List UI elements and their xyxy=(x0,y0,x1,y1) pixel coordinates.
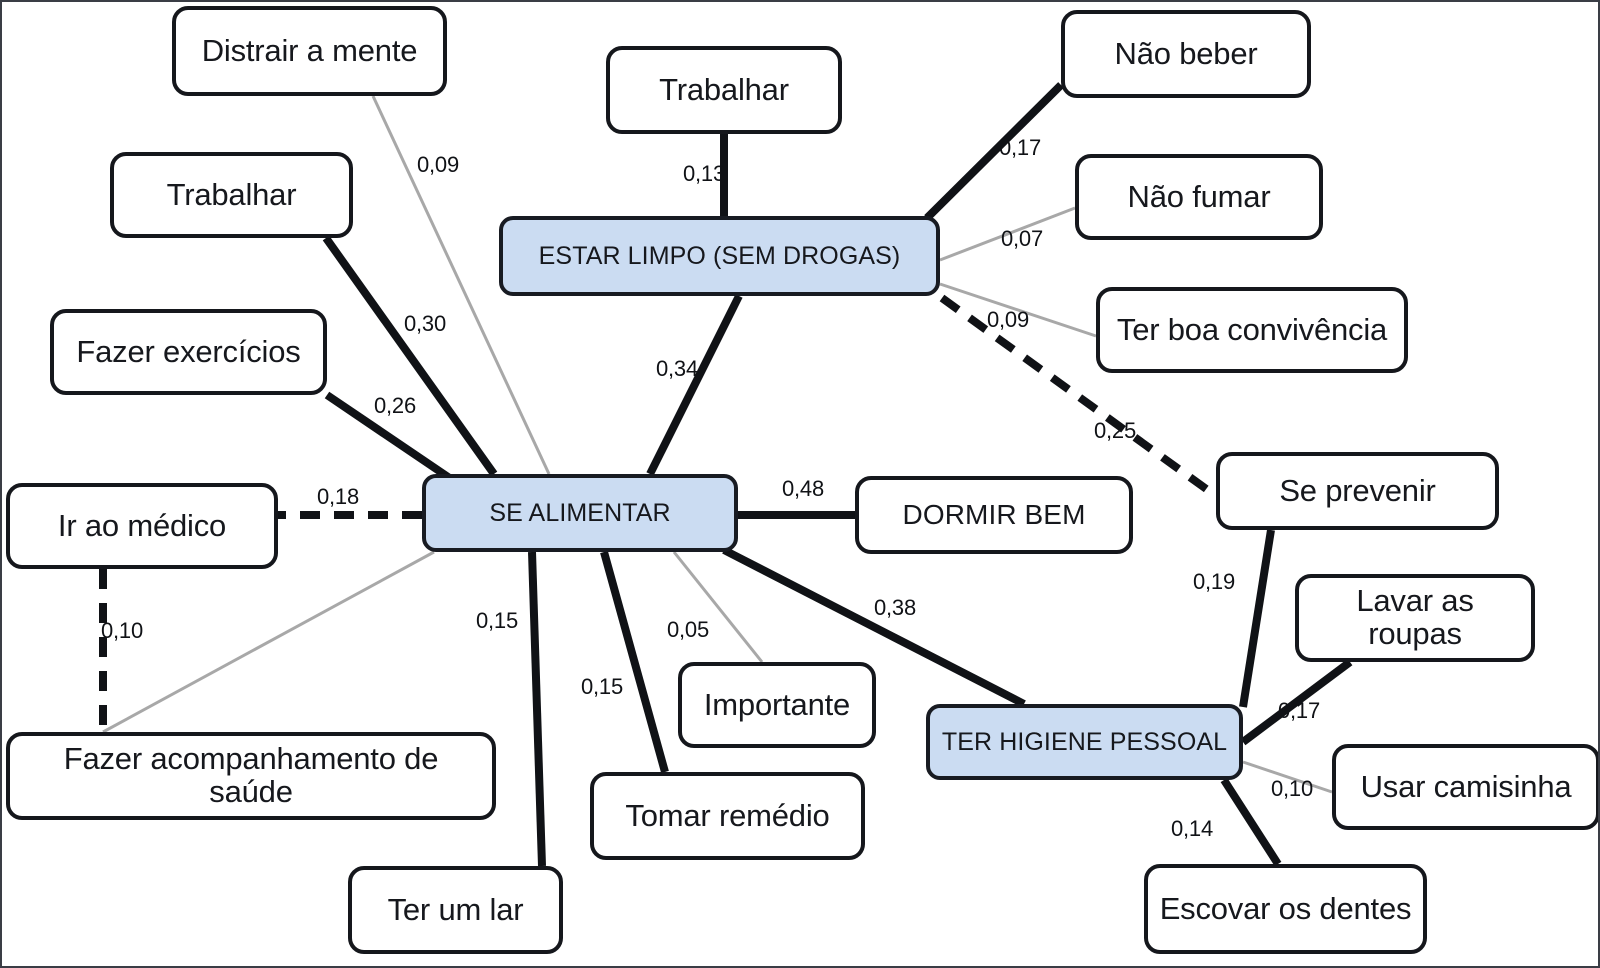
node-label-importante: Importante xyxy=(703,686,851,722)
edge-weight-sealimentar-terumlar: 0,15 xyxy=(475,608,519,633)
edge-estarlimpo-seprevenir xyxy=(939,294,1219,500)
node-naobeber[interactable]: Não beber xyxy=(1061,10,1311,98)
edge-weight-higiene-camisinha: 0,10 xyxy=(1270,776,1314,801)
node-label-trabalhar_top: Trabalhar xyxy=(659,71,789,107)
edge-sealimentar-tomarremedio xyxy=(600,550,669,774)
edge-weight-trabalhar_tl-sealimentar: 0,30 xyxy=(403,311,447,336)
node-escovar[interactable]: Escovar os dentes xyxy=(1144,864,1427,954)
node-label-exercicios: Fazer exercícios xyxy=(76,333,301,369)
edge-sealimentar-acompanhamento xyxy=(102,550,435,734)
edge-higiene-lavarroupas xyxy=(1240,658,1353,746)
node-label-lavarroupas: Lavar as roupas xyxy=(1356,583,1474,651)
node-label-camisinha: Usar camisinha xyxy=(1360,768,1572,804)
edge-higiene-escovar xyxy=(1220,777,1282,867)
edge-weight-estarlimpo-sealimentar: 0,34 xyxy=(655,356,699,381)
edge-estarlimpo-convivencia xyxy=(939,282,1097,338)
edge-exercicios-sealimentar xyxy=(324,391,457,485)
edge-weight-estarlimpo-naobeber: 0,17 xyxy=(998,135,1042,160)
edge-estarlimpo-naofumar xyxy=(939,206,1076,262)
edge-weight-estarlimpo-seprevenir: 0,25 xyxy=(1093,418,1137,443)
node-sealimentar[interactable]: SE ALIMENTAR xyxy=(422,474,738,552)
edge-weight-sealimentar-irmedico: 0,18 xyxy=(316,484,360,509)
node-trabalhar_tl[interactable]: Trabalhar xyxy=(110,152,353,238)
edge-weight-higiene-lavarroupas: 0,17 xyxy=(1277,698,1321,723)
node-exercicios[interactable]: Fazer exercícios xyxy=(50,309,327,395)
edge-trabalhar_tl-sealimentar xyxy=(322,235,498,477)
node-label-convivencia: Ter boa convivência xyxy=(1116,311,1388,347)
edge-sealimentar-higiene xyxy=(722,546,1026,708)
node-importante[interactable]: Importante xyxy=(678,662,876,748)
edge-weight-trabalhar_top-estarlimpo: 0,13 xyxy=(682,161,726,186)
edge-higiene-camisinha xyxy=(1242,760,1333,794)
edge-sealimentar-terumlar xyxy=(528,551,546,867)
node-label-distrair: Distrair a mente xyxy=(201,32,418,68)
node-label-sealimentar: SE ALIMENTAR xyxy=(489,498,671,527)
edge-weight-distrair-sealimentar: 0,09 xyxy=(416,152,460,177)
node-tomarremedio[interactable]: Tomar remédio xyxy=(590,772,865,860)
edge-weight-seprevenir-higiene: 0,19 xyxy=(1192,569,1236,594)
edge-sealimentar-importante xyxy=(672,551,764,663)
node-label-naofumar: Não fumar xyxy=(1127,178,1271,214)
edge-weight-exercicios-sealimentar: 0,26 xyxy=(373,393,417,418)
edge-estarlimpo-naobeber xyxy=(924,82,1064,221)
node-acompanhamento[interactable]: Fazer acompanhamento de saúde xyxy=(6,732,496,820)
node-label-seprevenir: Se prevenir xyxy=(1279,472,1436,508)
node-trabalhar_top[interactable]: Trabalhar xyxy=(606,46,842,134)
node-camisinha[interactable]: Usar camisinha xyxy=(1332,744,1598,830)
node-label-escovar: Escovar os dentes xyxy=(1159,890,1412,926)
node-lavarroupas[interactable]: Lavar as roupas xyxy=(1295,574,1535,662)
node-label-higiene: TER HIGIENE PESSOAL xyxy=(941,727,1228,756)
edge-weight-sealimentar-tomarremedio: 0,15 xyxy=(580,674,624,699)
node-higiene[interactable]: TER HIGIENE PESSOAL xyxy=(926,704,1243,780)
node-label-dormirbem: DORMIR BEM xyxy=(902,499,1086,531)
node-label-trabalhar_tl: Trabalhar xyxy=(166,176,297,212)
node-terumlar[interactable]: Ter um lar xyxy=(348,866,563,954)
edge-weight-estarlimpo-convivencia: 0,09 xyxy=(986,307,1030,332)
edge-weight-higiene-escovar: 0,14 xyxy=(1170,816,1214,841)
edge-estarlimpo-sealimentar xyxy=(646,294,743,476)
edge-weight-irmedico-acompanhamento: 0,10 xyxy=(100,618,144,643)
node-distrair[interactable]: Distrair a mente xyxy=(172,6,447,96)
edge-weight-sealimentar-higiene: 0,38 xyxy=(873,595,917,620)
node-naofumar[interactable]: Não fumar xyxy=(1075,154,1323,240)
node-label-terumlar: Ter um lar xyxy=(387,891,524,927)
node-irmedico[interactable]: Ir ao médico xyxy=(6,483,278,569)
edge-distrair-sealimentar xyxy=(371,95,551,475)
edge-weight-sealimentar-dormirbem: 0,48 xyxy=(781,476,825,501)
node-seprevenir[interactable]: Se prevenir xyxy=(1216,452,1499,530)
edge-weight-sealimentar-importante: 0,05 xyxy=(666,617,710,642)
node-label-naobeber: Não beber xyxy=(1114,35,1258,71)
node-label-irmedico: Ir ao médico xyxy=(57,507,227,543)
node-estarlimpo[interactable]: ESTAR LIMPO (SEM DROGAS) xyxy=(499,216,940,296)
node-convivencia[interactable]: Ter boa convivência xyxy=(1096,287,1408,373)
node-label-acompanhamento: Fazer acompanhamento de saúde xyxy=(63,741,439,809)
node-dormirbem[interactable]: DORMIR BEM xyxy=(855,476,1133,554)
node-label-tomarremedio: Tomar remédio xyxy=(625,797,830,833)
edge-weight-estarlimpo-naofumar: 0,07 xyxy=(1000,226,1044,251)
edge-seprevenir-higiene xyxy=(1239,529,1275,708)
node-label-estarlimpo: ESTAR LIMPO (SEM DROGAS) xyxy=(538,241,901,270)
